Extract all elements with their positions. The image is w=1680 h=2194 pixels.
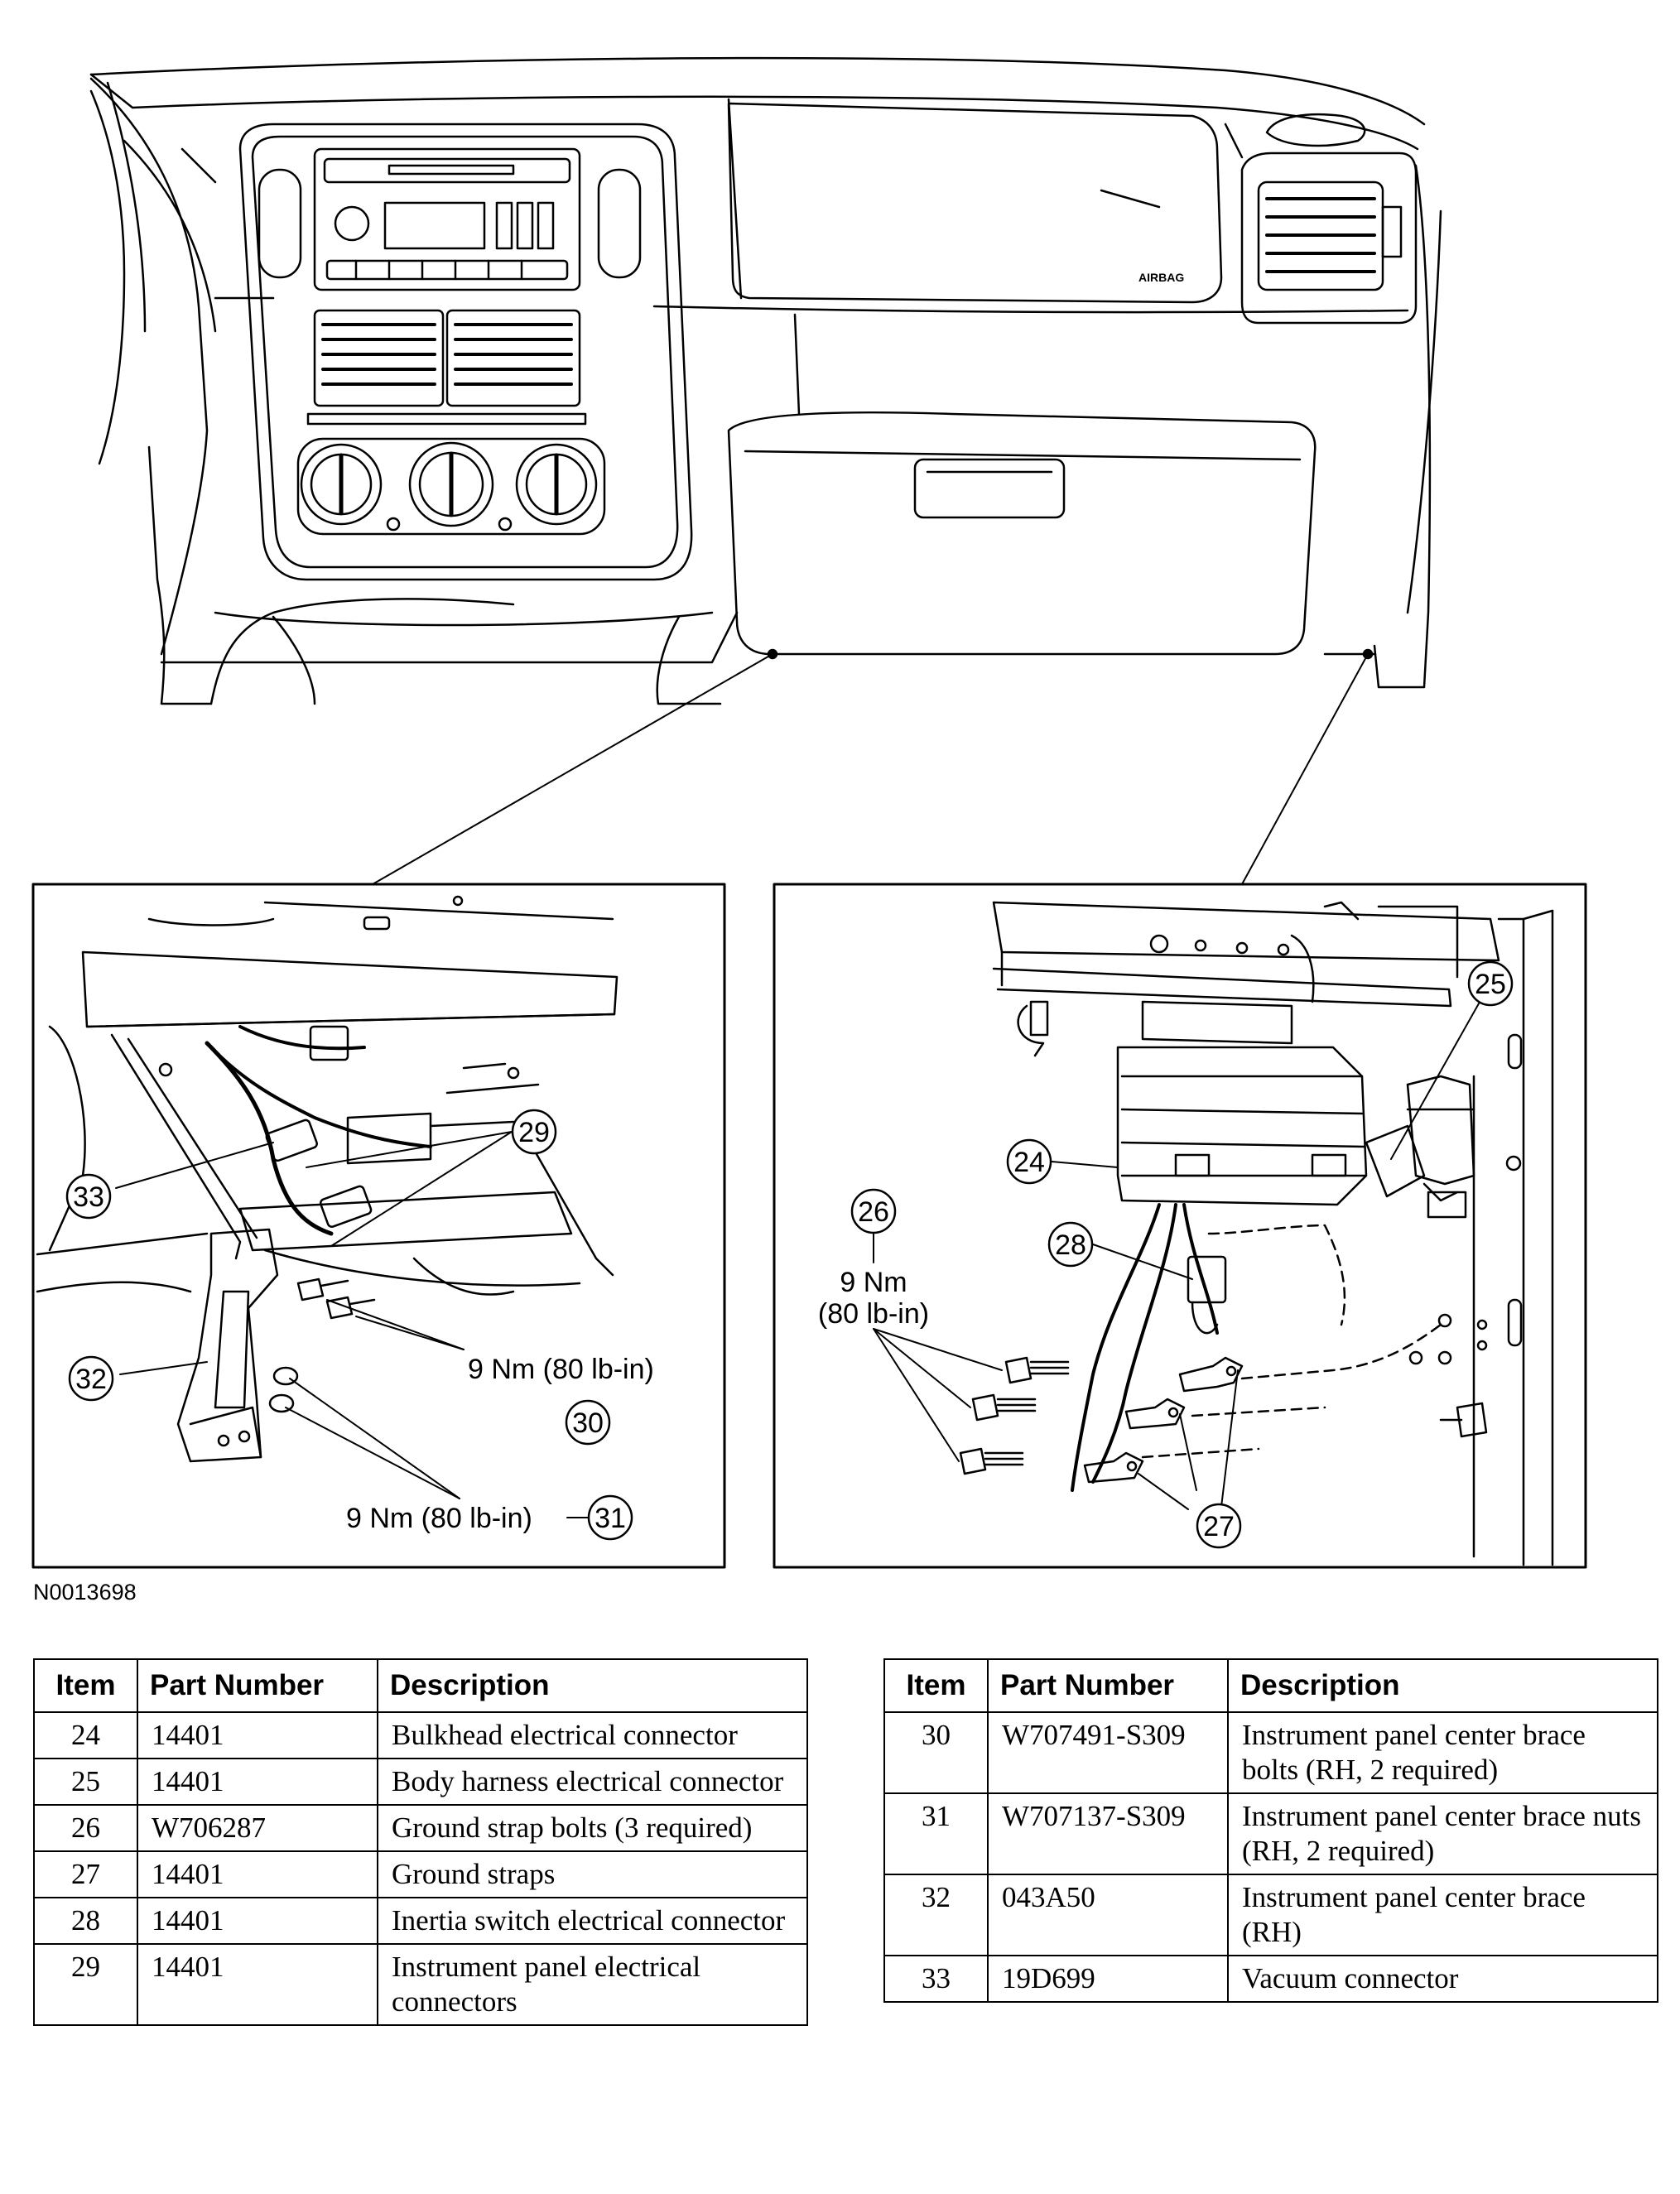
callout-26-label: 26 <box>858 1196 889 1228</box>
callout-31-label: 31 <box>594 1503 626 1534</box>
callout-27-label: 27 <box>1203 1511 1235 1542</box>
cell-description: Vacuum connector <box>1227 1955 1658 2003</box>
callout-32 <box>68 1355 114 1402</box>
torque-label-nuts-31: 9 Nm (80 lb-in) <box>346 1503 532 1534</box>
cell-item: 25 <box>33 1758 138 1806</box>
parts-table-left: Item Part Number Description 24 14401 Bu… <box>33 1658 808 2026</box>
table-row: 27 14401 Ground straps <box>33 1850 808 1898</box>
ground-strap-terminals <box>1083 1356 1244 1484</box>
callout-33-label: 33 <box>73 1181 104 1213</box>
cell-part-number: 14401 <box>137 1850 378 1898</box>
figure-id: N0013698 <box>33 1580 137 1605</box>
cell-description: Ground straps <box>377 1850 808 1898</box>
diagram-illustration: AIRBAG <box>31 56 1587 1569</box>
callout-27 <box>1196 1503 1242 1549</box>
torque-label-ground-26-line1: 9 Nm <box>840 1267 907 1298</box>
cell-item: 26 <box>33 1804 138 1852</box>
cell-item: 29 <box>33 1943 138 2026</box>
callout-25-label: 25 <box>1475 969 1506 1000</box>
cell-part-number: 14401 <box>137 1943 378 2026</box>
callout-29-label: 29 <box>518 1117 550 1148</box>
table-row: 33 19D699 Vacuum connector <box>883 1955 1658 2003</box>
table-header-row: Item Part Number Description <box>883 1658 1658 1713</box>
cell-item: 31 <box>883 1792 989 1875</box>
cell-item: 27 <box>33 1850 138 1898</box>
header-part-number: Part Number <box>137 1658 378 1713</box>
callout-30 <box>565 1399 611 1446</box>
right-detail-illustration <box>873 901 1554 1566</box>
cell-item: 28 <box>33 1897 138 1945</box>
cell-part-number: 19D699 <box>987 1955 1229 2003</box>
cell-part-number: 14401 <box>137 1897 378 1945</box>
callout-26 <box>850 1188 897 1234</box>
cell-description: Instrument panel center brace nuts (RH, … <box>1227 1792 1658 1875</box>
cell-item: 24 <box>33 1711 138 1759</box>
table-row: 24 14401 Bulkhead electrical connector <box>33 1711 808 1759</box>
header-part-number: Part Number <box>987 1658 1229 1713</box>
callout-24 <box>1006 1138 1052 1185</box>
cell-description: Ground strap bolts (3 required) <box>377 1804 808 1852</box>
cell-part-number: 14401 <box>137 1711 378 1759</box>
cell-item: 30 <box>883 1711 989 1794</box>
header-description: Description <box>377 1658 808 1713</box>
airbag-label: AIRBAG <box>1138 271 1184 284</box>
table-row: 29 14401 Instrument panel electrical con… <box>33 1943 808 2026</box>
table-row: 28 14401 Inertia switch electrical conne… <box>33 1897 808 1945</box>
cell-description: Instrument panel center brace bolts (RH,… <box>1227 1711 1658 1794</box>
table-row: 32 043A50 Instrument panel center brace … <box>883 1874 1658 1956</box>
callout-30-label: 30 <box>572 1407 604 1439</box>
cell-part-number: W706287 <box>137 1804 378 1852</box>
callout-28 <box>1047 1221 1094 1268</box>
torque-label-bolts-30: 9 Nm (80 lb-in) <box>468 1354 654 1385</box>
callout-25 <box>1467 960 1514 1007</box>
cell-part-number: 043A50 <box>987 1874 1229 1956</box>
callout-32-label: 32 <box>75 1364 107 1395</box>
cell-description: Instrument panel electrical connectors <box>377 1943 808 2026</box>
table-row: 26 W706287 Ground strap bolts (3 require… <box>33 1804 808 1852</box>
cell-part-number: 14401 <box>137 1758 378 1806</box>
table-row: 30 W707491-S309 Instrument panel center … <box>883 1711 1658 1794</box>
header-item: Item <box>33 1658 138 1713</box>
cell-description: Inertia switch electrical connector <box>377 1897 808 1945</box>
cell-item: 32 <box>883 1874 989 1956</box>
callout-33 <box>65 1173 112 1220</box>
cell-item: 33 <box>883 1955 989 2003</box>
callout-29 <box>511 1109 557 1155</box>
cell-part-number: W707137-S309 <box>987 1792 1229 1875</box>
ground-strap-bolts <box>959 1356 1070 1475</box>
cell-description: Instrument panel center brace (RH) <box>1227 1874 1658 1956</box>
table-header-row: Item Part Number Description <box>33 1658 808 1713</box>
parts-table-right: Item Part Number Description 30 W707491-… <box>883 1658 1658 2003</box>
detail-frame-right <box>773 883 1587 1569</box>
torque-label-ground-26-line2: (80 lb-in) <box>818 1298 929 1330</box>
callout-31 <box>587 1494 633 1541</box>
table-row: 25 14401 Body harness electrical connect… <box>33 1758 808 1806</box>
instrument-panel-overview: AIRBAG <box>89 56 1442 885</box>
callout-28-label: 28 <box>1055 1229 1086 1261</box>
header-item: Item <box>883 1658 989 1713</box>
callout-24-label: 24 <box>1013 1147 1045 1178</box>
detail-frame-left <box>31 883 726 1569</box>
cell-part-number: W707491-S309 <box>987 1711 1229 1794</box>
header-description: Description <box>1227 1658 1658 1713</box>
cell-description: Body harness electrical connector <box>377 1758 808 1806</box>
table-row: 31 W707137-S309 Instrument panel center … <box>883 1792 1658 1875</box>
cell-description: Bulkhead electrical connector <box>377 1711 808 1759</box>
left-detail-illustration <box>36 895 619 1518</box>
brace-bolts-30 <box>296 1277 376 1320</box>
